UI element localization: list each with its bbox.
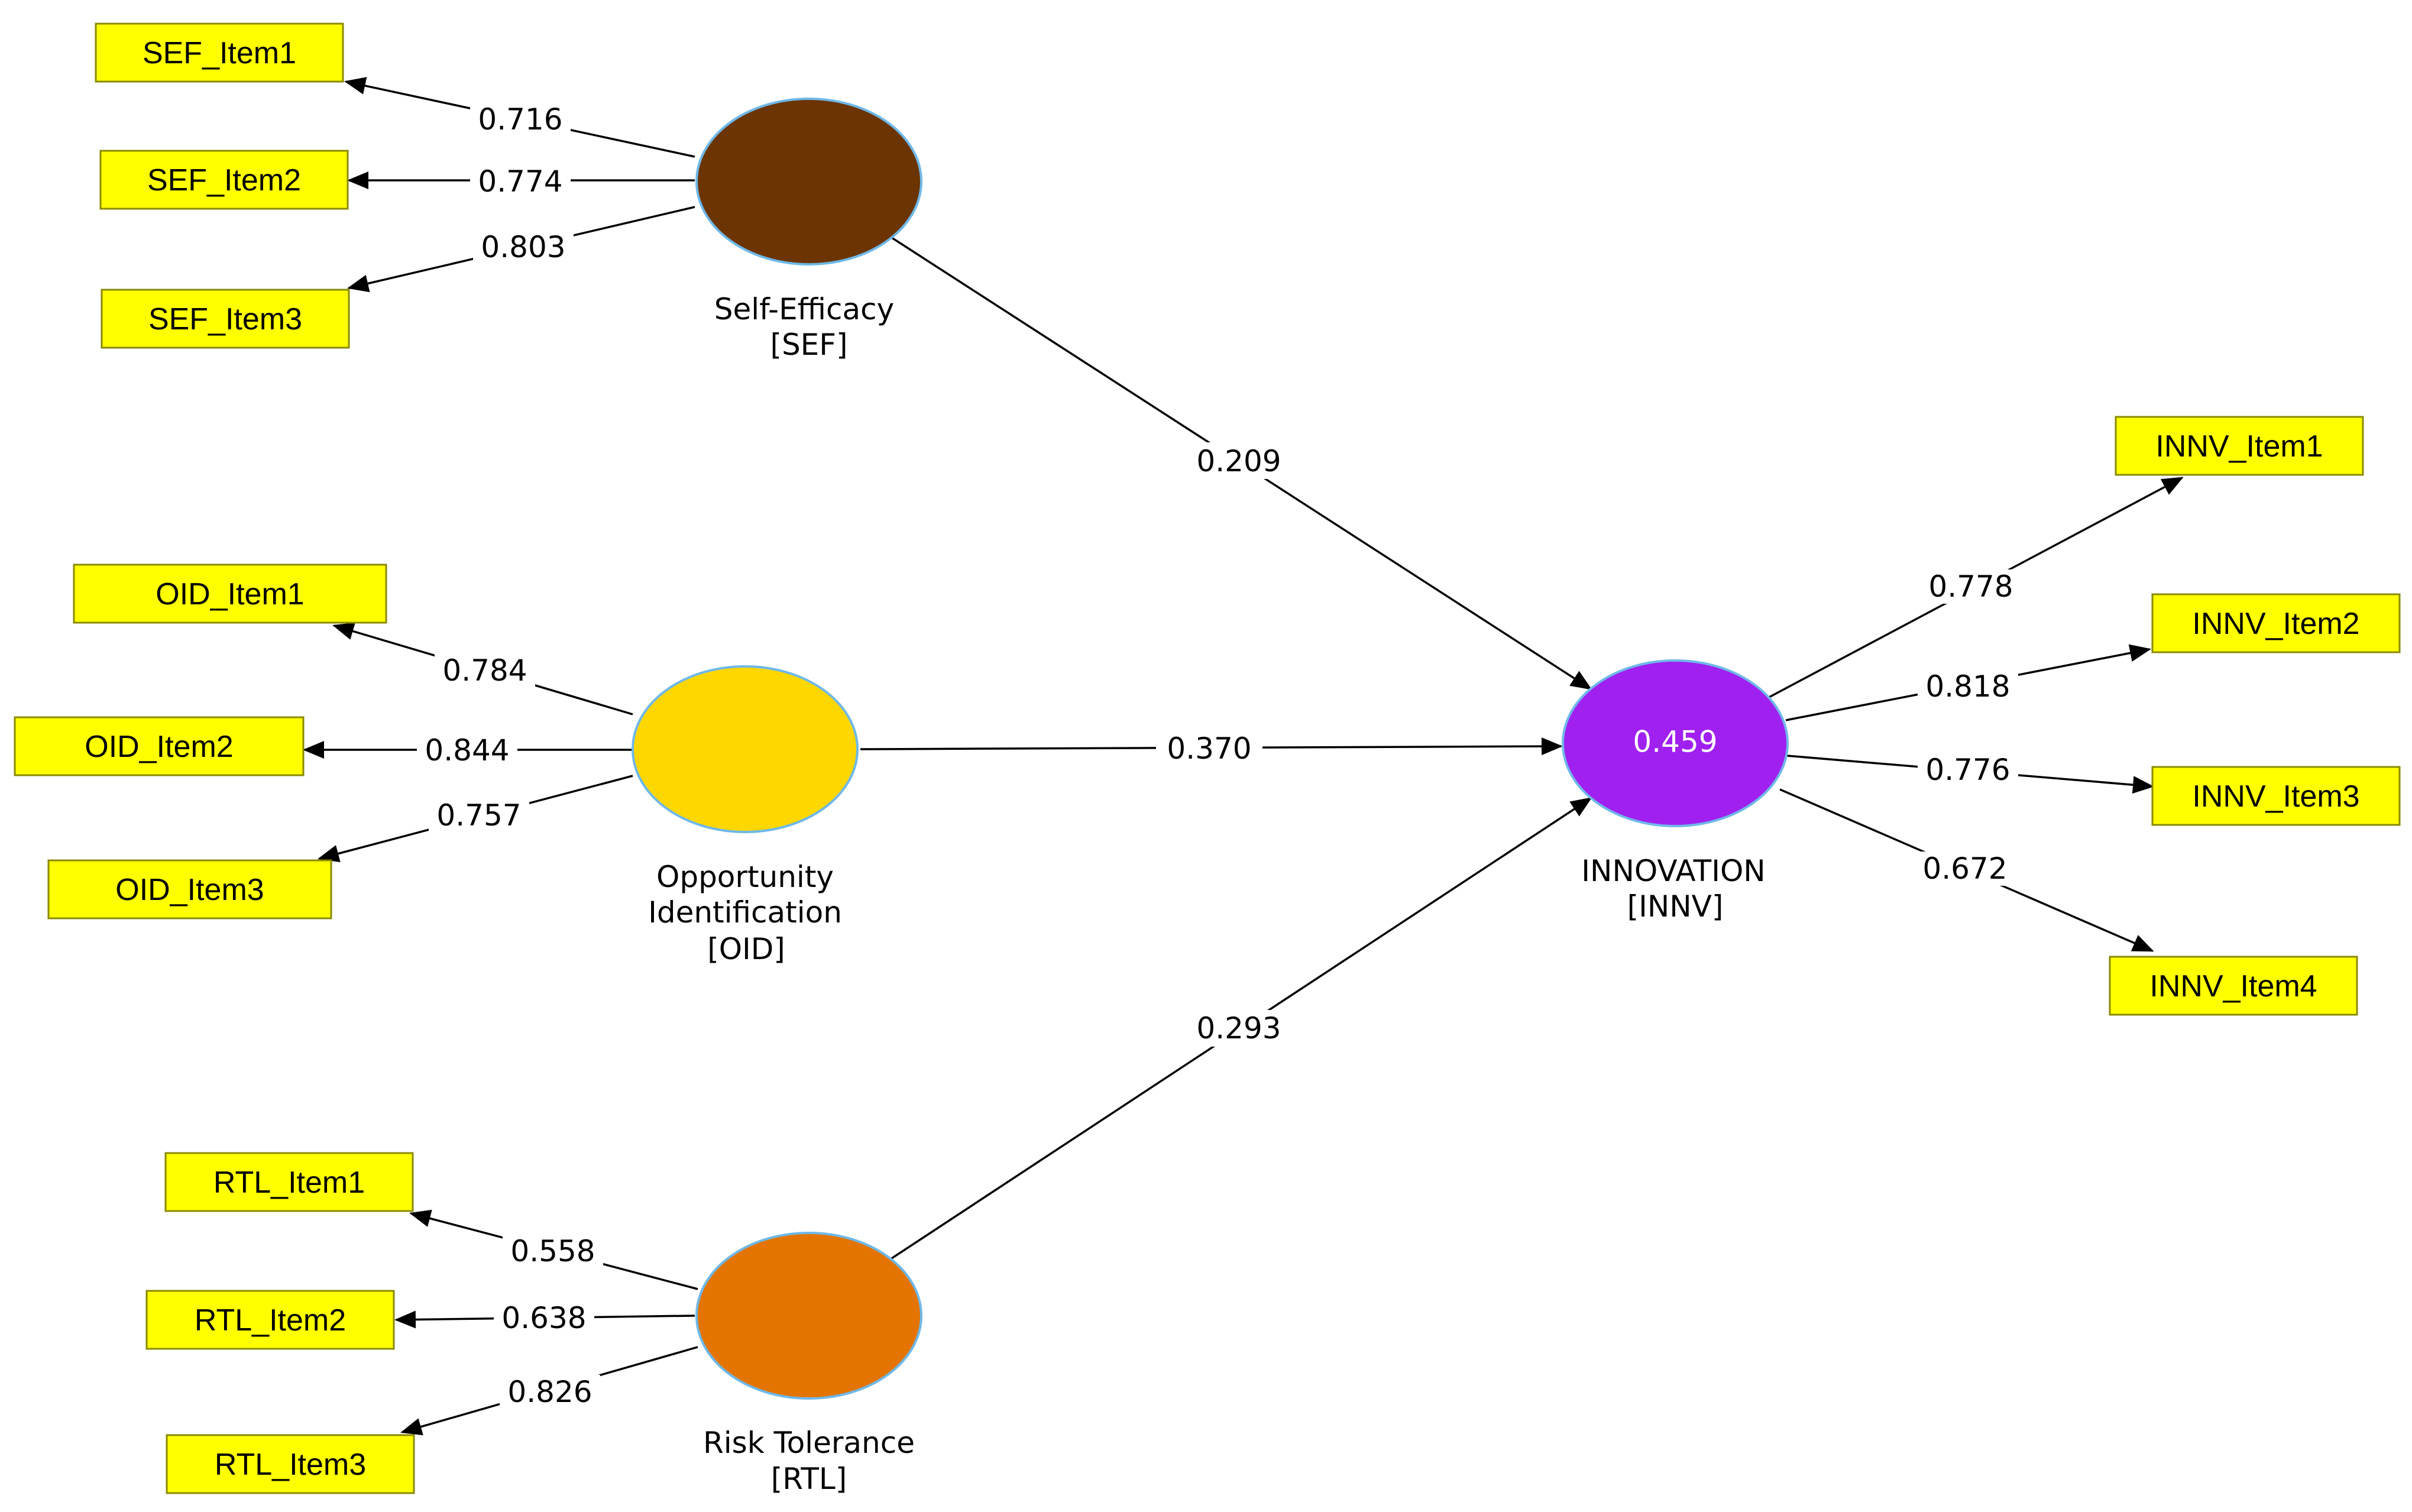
loading-value-oid-2: 0.844 — [425, 733, 509, 768]
construct-oid-code: [OID] — [707, 932, 785, 966]
indicator-label: INNV_Item4 — [2149, 969, 2317, 1003]
construct-innv-name: INNOVATION — [1581, 854, 1765, 888]
indicator-label: INNV_Item1 — [2155, 429, 2323, 464]
construct-rtl[interactable]: Risk Tolerance [RTL] — [695, 1232, 922, 1496]
construct-sef-ellipse[interactable] — [695, 98, 922, 266]
loading-value-sef-1: 0.716 — [478, 102, 562, 137]
construct-oid[interactable]: Opportunity Identification [OID] — [632, 665, 859, 966]
construct-rtl-ellipse[interactable] — [695, 1232, 922, 1400]
construct-sef[interactable]: Self-Efficacy [SEF] — [695, 98, 922, 362]
indicator-rtl-item3[interactable]: RTL_Item3 — [166, 1434, 415, 1494]
construct-sef-code: [SEF] — [770, 328, 847, 362]
construct-sef-name: Self-Efficacy — [714, 292, 894, 326]
indicator-label: RTL_Item2 — [195, 1303, 346, 1338]
construct-innv[interactable]: 0.459 INNOVATION [INNV] — [1562, 659, 1789, 924]
loading-value-innv-2: 0.818 — [1925, 669, 2010, 704]
construct-rtl-code: [RTL] — [771, 1462, 847, 1496]
indicator-label: RTL_Item3 — [215, 1448, 366, 1482]
indicator-label: INNV_Item3 — [2192, 779, 2359, 814]
indicator-sef-item2[interactable]: SEF_Item2 — [99, 150, 349, 210]
loading-value-oid-3: 0.757 — [436, 798, 521, 833]
indicator-innv-item1[interactable]: INNV_Item1 — [2115, 416, 2364, 476]
construct-innv-ellipse[interactable] — [1562, 659, 1789, 827]
indicator-label: SEF_Item1 — [143, 36, 296, 70]
indicator-label: SEF_Item3 — [148, 302, 302, 336]
indicator-oid-item3[interactable]: OID_Item3 — [47, 859, 332, 919]
construct-oid-name-line1: Opportunity — [656, 860, 834, 894]
path-coef-rtl-innv: 0.293 — [1196, 1011, 1281, 1045]
indicator-boxes: SEF_Item1 SEF_Item2 SEF_Item3 OID_Item1 … — [14, 22, 2401, 1494]
indicator-label: OID_Item2 — [85, 730, 233, 764]
loading-value-innv-3: 0.776 — [1925, 753, 2010, 787]
indicator-label: OID_Item3 — [115, 873, 264, 907]
indicator-sef-item1[interactable]: SEF_Item1 — [95, 22, 344, 83]
loading-value-innv-4: 0.672 — [1922, 851, 2007, 886]
construct-oid-name-line2: Identification — [648, 895, 842, 930]
construct-rtl-name: Risk Tolerance — [703, 1426, 915, 1460]
loading-value-innv-1: 0.778 — [1928, 569, 2013, 604]
indicator-label: INNV_Item2 — [2192, 607, 2359, 641]
indicator-oid-item1[interactable]: OID_Item1 — [73, 564, 387, 624]
indicator-sef-item3[interactable]: SEF_Item3 — [101, 289, 350, 349]
loading-value-sef-2: 0.774 — [478, 164, 562, 199]
loading-value-oid-1: 0.784 — [442, 653, 527, 688]
loading-value-sef-3: 0.803 — [481, 230, 565, 264]
indicator-label: RTL_Item1 — [213, 1165, 365, 1200]
indicator-label: SEF_Item2 — [147, 163, 301, 198]
indicator-oid-item2[interactable]: OID_Item2 — [14, 716, 305, 776]
loading-value-rtl-3: 0.826 — [507, 1375, 592, 1409]
indicator-label: OID_Item1 — [156, 577, 304, 611]
path-coef-oid-innv: 0.370 — [1167, 731, 1251, 766]
indicator-rtl-item2[interactable]: RTL_Item2 — [145, 1290, 395, 1350]
constructs: Self-Efficacy [SEF] Opportunity Identifi… — [632, 98, 1789, 1496]
indicator-innv-item3[interactable]: INNV_Item3 — [2151, 766, 2401, 826]
construct-oid-ellipse[interactable] — [632, 665, 859, 833]
construct-innv-r-squared: 0.459 — [1633, 725, 1717, 759]
indicator-innv-item4[interactable]: INNV_Item4 — [2109, 956, 2358, 1016]
loading-value-rtl-1: 0.558 — [510, 1234, 595, 1268]
indicator-rtl-item1[interactable]: RTL_Item1 — [164, 1152, 414, 1212]
construct-innv-code: [INNV] — [1627, 889, 1724, 924]
indicator-innv-item2[interactable]: INNV_Item2 — [2151, 593, 2401, 653]
loading-labels: 0.716 0.774 0.803 0.784 0.844 0.757 0.55… — [417, 102, 2021, 1409]
loading-value-rtl-2: 0.638 — [501, 1301, 586, 1335]
path-coef-sef-innv: 0.209 — [1196, 444, 1281, 478]
path-coefficients: 0.209 0.370 0.293 — [1156, 442, 1292, 1047]
